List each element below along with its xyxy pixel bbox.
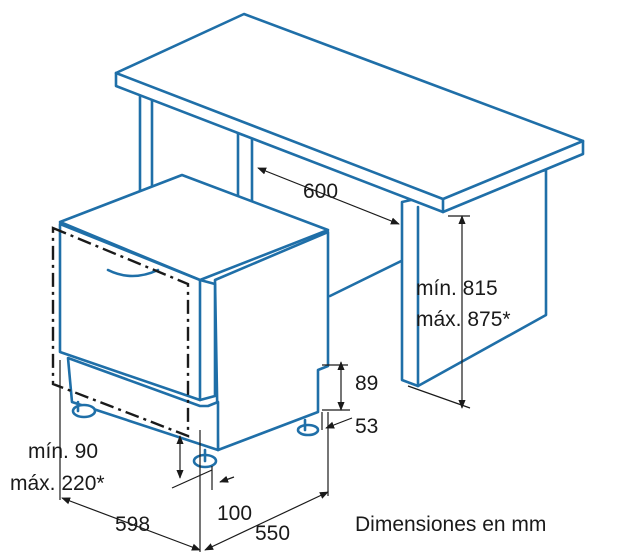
label-min-815: mín. 815 [416,277,498,300]
door-handle [106,268,160,278]
label-100: 100 [217,502,252,525]
counter-top [114,12,585,214]
label-max-220: máx. 220* [10,472,105,495]
worktop [114,12,585,388]
foot-back-right [296,423,320,437]
dim-53-line [325,417,353,429]
label-550: 550 [255,522,290,545]
caption: Dimensiones en mm [355,513,546,536]
dim-598-line [61,497,201,551]
label-53: 53 [355,415,378,438]
dim-600-line [257,167,400,225]
label-600: 600 [303,180,338,203]
door-outline-dashed [51,226,190,438]
dishwasher-plinth [66,356,220,452]
foot-front-left [71,403,97,419]
label-598: 598 [115,513,150,536]
dim-550-line [204,491,329,551]
label-89: 89 [355,372,378,395]
label-max-875: máx. 875* [416,308,511,331]
dim-100-line [219,475,235,483]
dimension-lines [59,167,471,552]
dishwasher [51,173,330,469]
label-min-90: mín. 90 [28,440,98,463]
